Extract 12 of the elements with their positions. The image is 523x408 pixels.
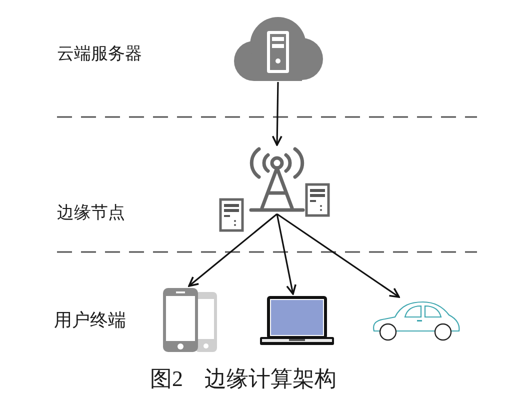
arrow (276, 214, 296, 295)
layer-label: 边缘节点 (57, 204, 125, 221)
arrow (272, 82, 282, 146)
figure-caption: 图2 边缘计算架构 (150, 368, 336, 390)
layer-label: 用户终端 (54, 311, 126, 329)
antenna-tower-icon (249, 147, 305, 213)
laptop-icon (260, 296, 334, 345)
layer-label: 云端服务器 (57, 45, 142, 62)
arrow (276, 213, 400, 298)
smartphone-icon (163, 288, 217, 352)
car-icon (371, 299, 461, 342)
arrow (188, 213, 278, 287)
